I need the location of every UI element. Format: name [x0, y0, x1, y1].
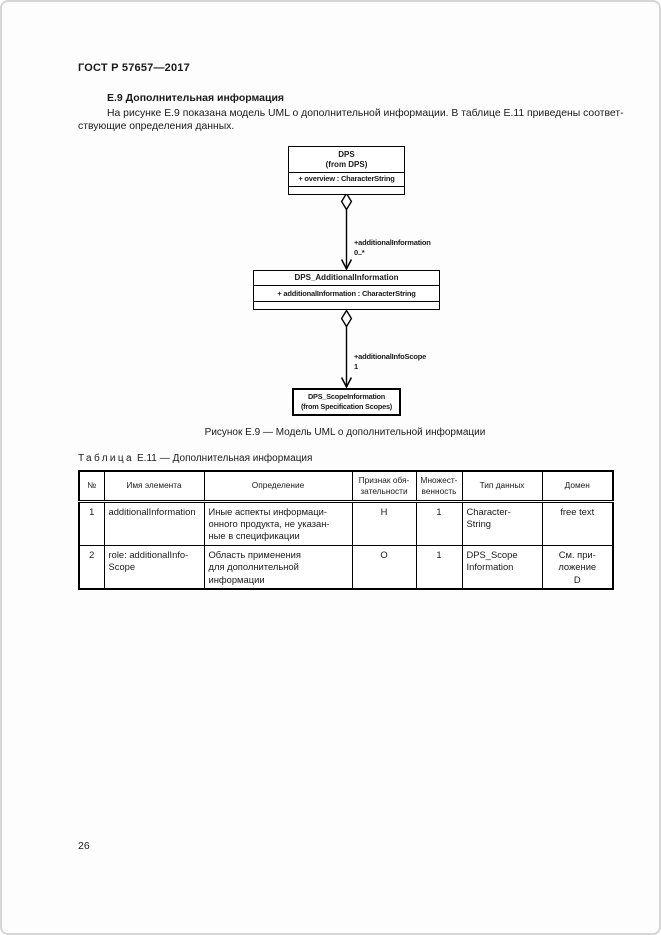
cell-definition: Область применения для дополнительной ин…	[203, 544, 353, 590]
class-stereotype: (from Specification Scopes)	[300, 401, 393, 411]
aggregation-diamond-icon	[340, 309, 353, 328]
col-header-multiplicity: Множест- венность	[415, 470, 463, 503]
aggregation-diamond-icon	[340, 192, 353, 211]
class-attribute: + additionalInformation : CharacterStrin…	[254, 286, 439, 302]
section-heading: Е.9 Дополнительная информация	[107, 92, 285, 104]
cell-data-type: DPS_Scope Information	[461, 544, 543, 590]
class-operations-compartment	[254, 302, 439, 309]
cell-multiplicity: 1	[415, 544, 463, 590]
definitions-table: № Имя элемента Определение Признак обя- …	[78, 470, 614, 590]
association-role-label: +additionalInformation	[354, 238, 431, 247]
paragraph-line-1: На рисунке Е.9 показана модель UML о доп…	[107, 108, 624, 119]
uml-class-additional-information: DPS_AdditionalInformation + additionalIn…	[253, 270, 440, 310]
arrowhead-icon	[340, 259, 353, 271]
association-multiplicity-label: 1	[354, 362, 358, 371]
standard-code-header: ГОСТ Р 57657—2017	[78, 62, 190, 74]
class-title: DPS (from DPS)	[289, 147, 404, 173]
class-name: DPS	[338, 150, 355, 159]
col-header-definition: Определение	[203, 470, 353, 503]
table-title-text: — Дополнительная информация	[159, 453, 313, 464]
table-title-number: Е.11	[137, 453, 157, 464]
table-header-row: № Имя элемента Определение Признак обя- …	[78, 470, 614, 503]
cell-domain: См. при- ложение D	[541, 544, 614, 590]
association-role-label: +additionalInfoScope	[354, 352, 427, 361]
col-header-obligation: Признак обя- зательности	[351, 470, 417, 503]
cell-num: 1	[78, 500, 105, 546]
uml-class-dps: DPS (from DPS) + overview : CharacterStr…	[288, 146, 405, 195]
class-name: DPS_AdditionalInformation	[254, 271, 439, 286]
col-header-element-name: Имя элемента	[103, 470, 205, 503]
cell-element-name: role: additionalInfo- Scope	[103, 544, 205, 590]
col-header-num: №	[78, 470, 105, 503]
cell-obligation: Н	[351, 500, 417, 546]
page-number: 26	[78, 840, 90, 852]
col-header-data-type: Тип данных	[461, 470, 543, 503]
cell-domain: free text	[541, 500, 614, 546]
table-row: 2 role: additionalInfo- Scope Область пр…	[78, 544, 614, 590]
cell-definition: Иные аспекты информаци- онного продукта,…	[203, 500, 353, 546]
class-attribute: + overview : CharacterString	[289, 173, 404, 187]
table-row: 1 additionalInformation Иные аспекты инф…	[78, 500, 614, 546]
table-title-word: Таблица	[78, 453, 135, 464]
cell-element-name: additionalInformation	[103, 500, 205, 546]
class-name: DPS_ScopeInformation	[307, 392, 386, 401]
arrowhead-icon	[340, 377, 353, 389]
col-header-domain: Домен	[541, 470, 614, 503]
uml-class-scope-information: DPS_ScopeInformation (from Specification…	[292, 388, 401, 416]
paragraph-line-2: ствующие определения данных.	[78, 121, 235, 132]
cell-num: 2	[78, 544, 105, 590]
cell-data-type: Character- String	[461, 500, 543, 546]
cell-obligation: О	[351, 544, 417, 590]
association-multiplicity-label: 0..*	[354, 248, 365, 257]
class-stereotype: (from DPS)	[325, 160, 368, 169]
cell-multiplicity: 1	[415, 500, 463, 546]
class-operations-compartment	[289, 187, 404, 194]
figure-caption: Рисунок Е.9 — Модель UML о дополнительно…	[204, 427, 486, 438]
